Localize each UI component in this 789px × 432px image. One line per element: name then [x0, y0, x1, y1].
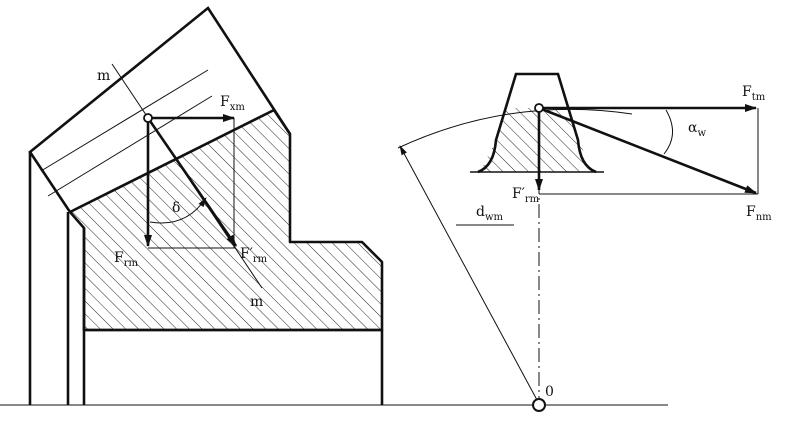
label-F-nm: Fnm — [746, 204, 772, 223]
label-m-bottom: m — [250, 294, 263, 310]
angle-delta-arc — [149, 197, 207, 224]
label-F-xm: Fxm — [220, 94, 245, 113]
label-delta: δ — [172, 200, 180, 216]
label-F-rm: Frm — [114, 250, 138, 269]
force-resultant-vector — [146, 117, 238, 247]
label-F-rm-prime-right: F′rm — [512, 186, 540, 205]
tooth-force-view — [397, 72, 759, 412]
pitch-diameter-line — [399, 145, 538, 401]
pitch-cone-line — [47, 95, 213, 197]
label-d-wm: dwm — [476, 204, 504, 223]
gear-cone-outline — [28, 6, 292, 213]
label-m-top: m — [97, 68, 110, 84]
gear-hatched-section — [68, 108, 384, 332]
label-F-rm-prime-left: F′rm — [240, 246, 268, 265]
pitch-circle-arc — [397, 108, 633, 149]
angle-alpha-arc — [663, 109, 673, 155]
label-F-tm: Ftm — [742, 84, 766, 103]
tooth-profile — [477, 72, 597, 174]
label-alpha-w: αw — [688, 120, 706, 139]
load-point-right — [534, 103, 544, 113]
bore-line — [40, 69, 209, 172]
bevel-gear-section — [28, 6, 384, 405]
label-origin: 0 — [545, 384, 554, 400]
gear-center-point — [532, 398, 546, 412]
load-point-left — [143, 113, 153, 123]
force-normal-vector — [538, 106, 757, 195]
